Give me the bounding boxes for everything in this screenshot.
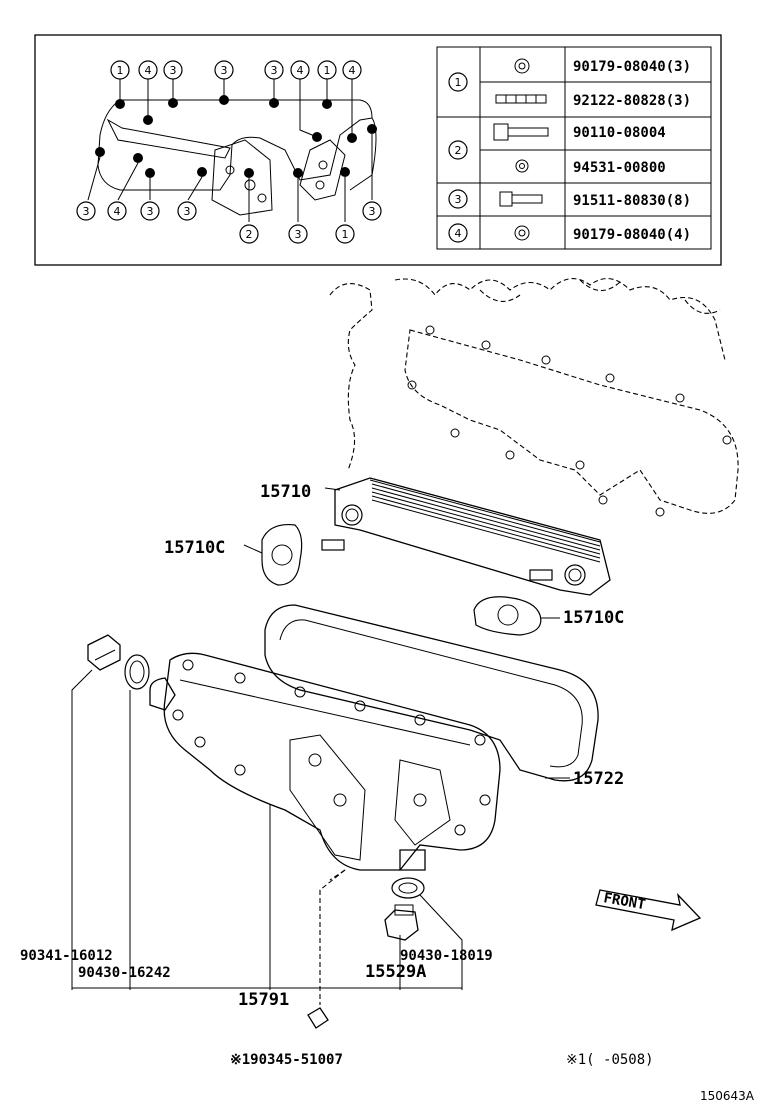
label-15791: 15791	[238, 990, 289, 1010]
union-90345	[307, 1007, 329, 1029]
gasket-90430-16242	[124, 654, 150, 690]
svg-text:1: 1	[324, 64, 331, 77]
label-90345: ※190345-51007	[230, 1052, 343, 1068]
gasket-90430-18019	[391, 877, 425, 899]
bolt-icon	[499, 191, 543, 207]
svg-text:3: 3	[221, 64, 228, 77]
svg-text:1: 1	[117, 64, 124, 77]
flange-bolt-icon	[493, 123, 549, 141]
part-labels: 15710 15710C 15710C 15722 90341-16012 90…	[20, 482, 755, 1103]
drain-plug-90341	[87, 634, 121, 671]
figure-id: 150643A	[700, 1089, 755, 1103]
svg-text:3: 3	[369, 205, 376, 218]
label-90430-18019: 90430-18019	[400, 948, 493, 964]
svg-text:3: 3	[295, 228, 302, 241]
engine-block-outline	[329, 278, 726, 471]
svg-text:4: 4	[455, 227, 462, 240]
inset-callouts-top: 1 4 3 3 3 4 1 4	[110, 60, 362, 80]
svg-text:3: 3	[83, 205, 90, 218]
stud-bolt-icon	[495, 94, 547, 104]
label-leaders	[71, 487, 570, 990]
svg-text:92122-80828(3): 92122-80828(3)	[573, 93, 691, 109]
svg-text:2: 2	[455, 144, 462, 157]
inset-callouts-bottom: 3 4 3 3 2 3 1 3	[76, 201, 382, 244]
inset-bolt-dots	[95, 95, 377, 178]
svg-text:2: 2	[246, 228, 253, 241]
nut-icon	[514, 58, 530, 74]
gasket-15710c-left	[261, 523, 303, 586]
label-90341: 90341-16012	[20, 948, 113, 964]
svg-text:4: 4	[114, 205, 121, 218]
ref-dash-lines	[319, 869, 346, 1005]
inset-panel: 1 4 3 3 3 4 1 4 3 4 3 3 2 3 1 3	[34, 34, 722, 266]
svg-text:1: 1	[455, 76, 462, 89]
svg-text:90179-08040(3): 90179-08040(3)	[573, 59, 691, 75]
label-15710c-left: 15710C	[164, 538, 225, 558]
svg-text:4: 4	[349, 64, 356, 77]
svg-text:FRONT: FRONT	[602, 890, 646, 913]
label-90430-16242: 90430-16242	[78, 965, 171, 981]
label-15529a: 15529A	[365, 962, 426, 982]
nut-icon-2	[514, 225, 530, 241]
svg-text:3: 3	[271, 64, 278, 77]
svg-text:3: 3	[455, 193, 462, 206]
inset-parts-table: 1 2 3 4 90179-08040(3) 92122-80828(3) 90…	[436, 46, 712, 250]
label-15710: 15710	[260, 482, 311, 502]
svg-text:90179-08040(4): 90179-08040(4)	[573, 227, 691, 243]
footnote: ※1( -0508)	[566, 1052, 654, 1068]
front-arrow-icon: FRONT	[595, 889, 702, 932]
cover-gasket-15722	[264, 604, 599, 782]
inset-leaders	[87, 78, 373, 222]
svg-text:91511-80830(8): 91511-80830(8)	[573, 193, 691, 209]
svg-text:4: 4	[145, 64, 152, 77]
oil-cooler-element	[321, 477, 611, 596]
label-15710c-right: 15710C	[563, 608, 624, 628]
svg-text:1: 1	[342, 228, 349, 241]
svg-text:3: 3	[170, 64, 177, 77]
svg-text:94531-00800: 94531-00800	[573, 160, 666, 176]
plug-15529a	[384, 904, 419, 941]
rear-gasket-15710	[404, 325, 739, 517]
inset-cover-sketch	[97, 99, 377, 216]
svg-text:3: 3	[184, 205, 191, 218]
svg-text:4: 4	[297, 64, 304, 77]
svg-text:90110-08004: 90110-08004	[573, 125, 666, 141]
label-15722: 15722	[573, 769, 624, 789]
oil-cooler-cover-15791	[149, 652, 501, 871]
gasket-15710c-right	[473, 596, 542, 636]
svg-text:3: 3	[147, 205, 154, 218]
washer-icon	[515, 159, 529, 173]
